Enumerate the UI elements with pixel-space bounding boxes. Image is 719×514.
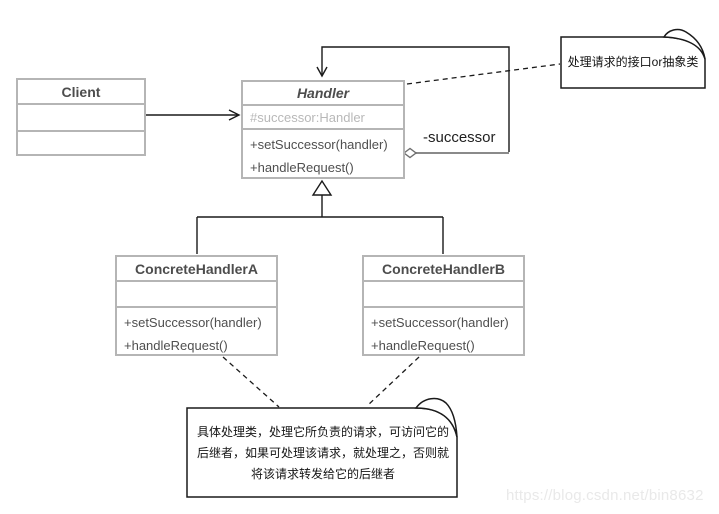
attributes-compartment xyxy=(18,105,144,132)
class-attribute: #successor:Handler xyxy=(250,109,365,125)
methods-compartment: +setSuccessor(handler) +handleRequest() xyxy=(364,308,523,357)
class-method: +setSuccessor(handler) xyxy=(124,315,262,330)
class-title: Client xyxy=(18,80,144,105)
open-arrowhead-icon xyxy=(228,109,241,121)
note-shape-handler xyxy=(560,28,706,89)
note-link-handler xyxy=(406,63,561,85)
attributes-compartment xyxy=(364,282,523,308)
note-fold-icon xyxy=(662,28,706,60)
self-association-line xyxy=(321,46,510,152)
class-handler: Handler #successor:Handler +setSuccessor… xyxy=(241,80,405,179)
note-shape-concrete xyxy=(186,397,458,498)
handler-note-text: 处理请求的接口or抽象类 xyxy=(567,55,699,69)
concrete-note-text: 具体处理类，处理它所负责的请求，可访问它的 后继者，如果可处理该请求，就处理之，… xyxy=(190,422,456,485)
class-method: +handleRequest() xyxy=(124,338,228,353)
concrete-note-line: 具体处理类，处理它所负责的请求，可访问它的 xyxy=(196,425,449,439)
class-concrete-handler-b: ConcreteHandlerB +setSuccessor(handler) … xyxy=(362,255,525,356)
methods-compartment xyxy=(18,132,144,154)
class-concrete-handler-a: ConcreteHandlerA +setSuccessor(handler) … xyxy=(115,255,278,356)
inheritance-lines xyxy=(196,195,444,254)
client-handler-association xyxy=(146,109,241,121)
class-method: +setSuccessor(handler) xyxy=(371,315,509,330)
handler-self-association xyxy=(316,46,510,159)
class-title: ConcreteHandlerA xyxy=(117,257,276,282)
note-link-concrete-b xyxy=(366,356,420,407)
watermark: https://blog.csdn.net/bin8632 xyxy=(506,487,704,504)
attributes-compartment xyxy=(117,282,276,308)
successor-role-label: -successor xyxy=(423,129,496,146)
class-method: +handleRequest() xyxy=(250,160,354,175)
attributes-compartment: #successor:Handler xyxy=(243,106,403,130)
note-fold-icon xyxy=(414,397,458,438)
concrete-note-line: 将该请求转发给它的后继者 xyxy=(250,467,395,481)
class-method: +handleRequest() xyxy=(371,338,475,353)
methods-compartment: +setSuccessor(handler) +handleRequest() xyxy=(117,308,276,357)
open-arrowhead-icon xyxy=(316,66,328,78)
methods-compartment: +setSuccessor(handler) +handleRequest() xyxy=(243,130,403,179)
aggregation-diamond-icon xyxy=(402,147,418,159)
note-link-lines xyxy=(222,63,561,408)
class-client: Client xyxy=(16,78,146,156)
concrete-note-line: 后继者，如果可处理该请求，就处理之，否则就 xyxy=(196,446,449,460)
class-title: ConcreteHandlerB xyxy=(364,257,523,282)
class-title: Handler xyxy=(243,82,403,106)
note-link-concrete-a xyxy=(222,356,280,408)
inheritance-connector xyxy=(196,179,444,254)
class-method: +setSuccessor(handler) xyxy=(250,137,388,152)
generalization-arrow-icon xyxy=(311,179,333,196)
